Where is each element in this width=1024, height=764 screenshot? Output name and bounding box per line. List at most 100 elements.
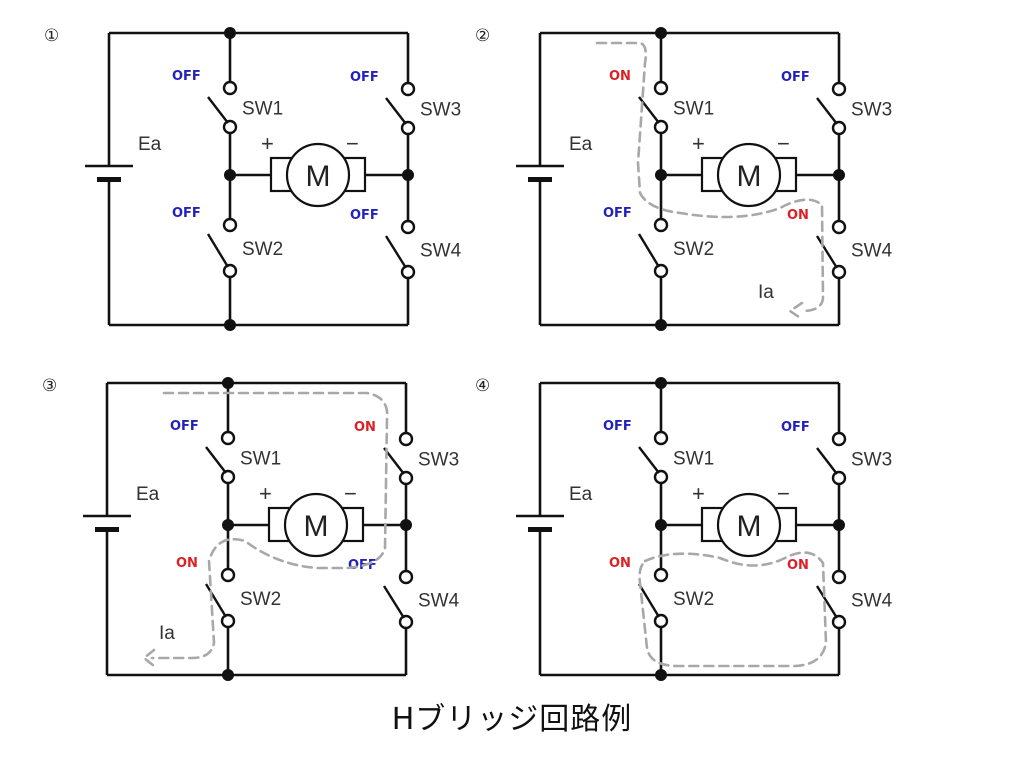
switch-contact-bottom [653,469,669,485]
motor-minus-sign: − [346,131,359,156]
switch-contact-top [400,219,416,235]
junction-node [655,27,667,39]
switch-contact-bottom [831,614,847,630]
current-label: Ia [758,282,774,303]
battery-plate-short [95,527,119,532]
diagram-caption: Hブリッジ回路例 [391,702,633,737]
switch-contact-top [398,569,414,585]
motor-plus-sign: + [692,481,705,506]
current-arrow-icon [141,648,156,668]
switch-contact-top [222,80,238,96]
battery-label: Ea [569,134,593,155]
junction-node [655,519,667,531]
switch-label: SW1 [240,449,281,470]
switch-label: SW2 [242,239,283,260]
switch-label: SW1 [242,99,283,120]
switch-blade [384,235,408,269]
switch-state-on: ON [787,208,809,223]
switch-contact-bottom [398,470,414,486]
switch-contact-bottom [222,119,238,135]
switch-sw4: SW4 OFF [350,208,462,280]
motor-plus-sign: + [692,131,705,156]
switch-contact-top [222,217,238,233]
switch-label: SW4 [420,241,462,262]
switch-contact-bottom [653,119,669,135]
switch-contact-top [220,430,236,446]
current-arrow-icon [787,301,804,321]
switch-label: SW2 [673,239,714,260]
junction-node [655,377,667,389]
switch-contact-bottom [222,263,238,279]
switch-contact-top [400,81,416,97]
switch-state-off: OFF [350,208,379,223]
switch-label: SW2 [240,589,281,610]
switch-label: SW3 [418,450,459,471]
motor-label: M [304,510,329,543]
battery: Ea [516,134,593,182]
battery: Ea [516,484,593,532]
switch-state-on: ON [609,69,631,84]
battery-label: Ea [136,484,160,505]
switch-state-off: OFF [170,419,199,434]
switch-contact-bottom [400,264,416,280]
switch-label: SW2 [673,589,714,610]
circuit-number: ② [475,26,490,46]
switch-label: SW3 [420,100,461,121]
motor: M+− [230,131,408,208]
battery-label: Ea [569,484,593,505]
switch-sw4: SW4 ON [787,208,893,280]
motor-body [716,492,782,558]
junction-node [222,377,234,389]
motor-plus-sign: + [261,131,274,156]
motor-minus-sign: − [344,481,357,506]
switch-contact-top [831,569,847,585]
switch-blade [637,233,661,268]
switch-contact-top [398,431,414,447]
switch-label: SW1 [673,99,714,120]
switch-sw1: SW1 ON [609,69,714,135]
junction-node [400,519,412,531]
switch-label: SW4 [851,241,893,262]
switch-sw1: SW1 OFF [170,419,281,485]
switch-state-on: ON [176,556,198,571]
switch-contact-bottom [653,263,669,279]
current-label: Ia [159,623,175,644]
junction-node [655,319,667,331]
switch-blade [637,583,661,618]
motor: M+− [661,481,839,558]
switch-state-off: OFF [603,206,632,221]
switch-blade [815,235,839,269]
switch-blade [638,446,660,474]
switch-blade [204,583,228,618]
switch-label: SW3 [851,450,892,471]
switch-contact-bottom [398,614,414,630]
junction-node [222,519,234,531]
switch-contact-top [831,219,847,235]
junction-node [224,169,236,181]
current-path [150,391,389,660]
circuit-number: ③ [42,376,57,396]
switch-state-on: ON [354,420,376,435]
switch-state-on: ON [609,556,631,571]
switch-contact-bottom [831,470,847,486]
switch-contact-bottom [220,613,236,629]
switch-state-off: OFF [172,206,201,221]
motor-body [285,142,351,208]
junction-node [833,169,845,181]
switch-sw2: SW2 ON [176,556,281,629]
switch-label: SW3 [851,100,892,121]
switch-contact-top [653,567,669,583]
switch-contact-bottom [831,120,847,136]
motor-label: M [737,510,762,543]
circuit-number: ① [44,26,59,46]
